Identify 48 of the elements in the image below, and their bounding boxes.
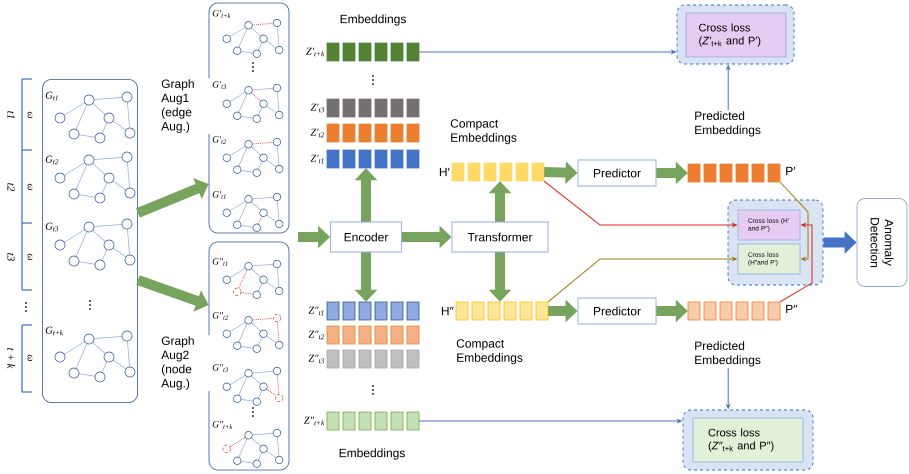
vector-label: Z′$_{t1}$ bbox=[310, 154, 324, 164]
graph-label: G″$_{t3}$ bbox=[212, 364, 228, 372]
graph-label: G″$_{t1}$ bbox=[212, 258, 228, 266]
loss-box: Cross loss (Z″$_{t+k}$ and P″) bbox=[692, 418, 804, 462]
axis-label: ω bbox=[28, 184, 32, 190]
vector-label: P′ bbox=[786, 166, 796, 176]
graph-label: G$_{t+k}$ bbox=[46, 326, 64, 336]
vector-label: Z′$_{t3}$ bbox=[310, 104, 324, 112]
graph-label: G″$_{t2}$ bbox=[212, 312, 228, 320]
vector-label: Z″$_{t2}$ bbox=[308, 330, 324, 340]
edge-label: Graph Aug2 (node Aug.) bbox=[160, 335, 210, 391]
section-heading: Embeddings bbox=[340, 448, 405, 460]
vector-label: H′ bbox=[440, 168, 450, 176]
axis-label: ω bbox=[28, 112, 32, 118]
process-box: Predictor bbox=[578, 298, 656, 324]
axis-label: t3 bbox=[7, 253, 15, 261]
caption-text: Predicted Embeddings bbox=[695, 341, 760, 367]
vector-label: Z″$_{t3}$ bbox=[308, 354, 324, 364]
graph-label: G$_{t2}$ bbox=[46, 156, 58, 164]
caption-text: Compact Embeddings bbox=[450, 119, 516, 144]
process-box: Transformer bbox=[452, 222, 548, 252]
process-box: Encoder bbox=[330, 222, 402, 252]
arrow bbox=[780, 182, 808, 262]
graph-label: G$_{t1}$ bbox=[46, 92, 58, 100]
axis-label: ω bbox=[28, 354, 32, 362]
graph-label: G″$_{t+k}$ bbox=[212, 421, 232, 429]
vector-label: H″ bbox=[442, 306, 454, 316]
graph-label: G′$_{t+k}$ bbox=[212, 10, 231, 18]
axis-label: t + k bbox=[7, 348, 15, 369]
vector-label: Z′$_{t2}$ bbox=[310, 128, 324, 138]
vector-label: P″ bbox=[786, 304, 798, 314]
axis-label: t1 bbox=[7, 111, 15, 118]
graph-label: G$_{t3}$ bbox=[46, 222, 58, 232]
axis-label: ω bbox=[28, 254, 32, 260]
loss-box: Cross loss (Z′$_{t+k}$ and P′) bbox=[686, 12, 786, 58]
output-box: Anomaly Detection bbox=[856, 198, 908, 287]
vector-label: Z″$_{t1}$ bbox=[308, 306, 324, 316]
caption-text: Predicted Embeddings bbox=[695, 111, 760, 137]
graph-label: G′$_{t3}$ bbox=[212, 81, 226, 89]
edge-label: Graph Aug1 (edge Aug.) bbox=[160, 78, 210, 134]
axis-label: t2 bbox=[7, 183, 15, 192]
section-heading: Embeddings bbox=[340, 14, 406, 26]
caption-text: Compact Embeddings bbox=[456, 339, 522, 364]
vector-label: Z″$_{t+k}$ bbox=[304, 416, 324, 426]
graph-label: G′$_{t2}$ bbox=[212, 136, 226, 144]
vector-label: Z′$_{t+k}$ bbox=[306, 48, 324, 56]
process-box: Predictor bbox=[578, 160, 656, 186]
graph-label: G′$_{t1}$ bbox=[212, 191, 226, 199]
